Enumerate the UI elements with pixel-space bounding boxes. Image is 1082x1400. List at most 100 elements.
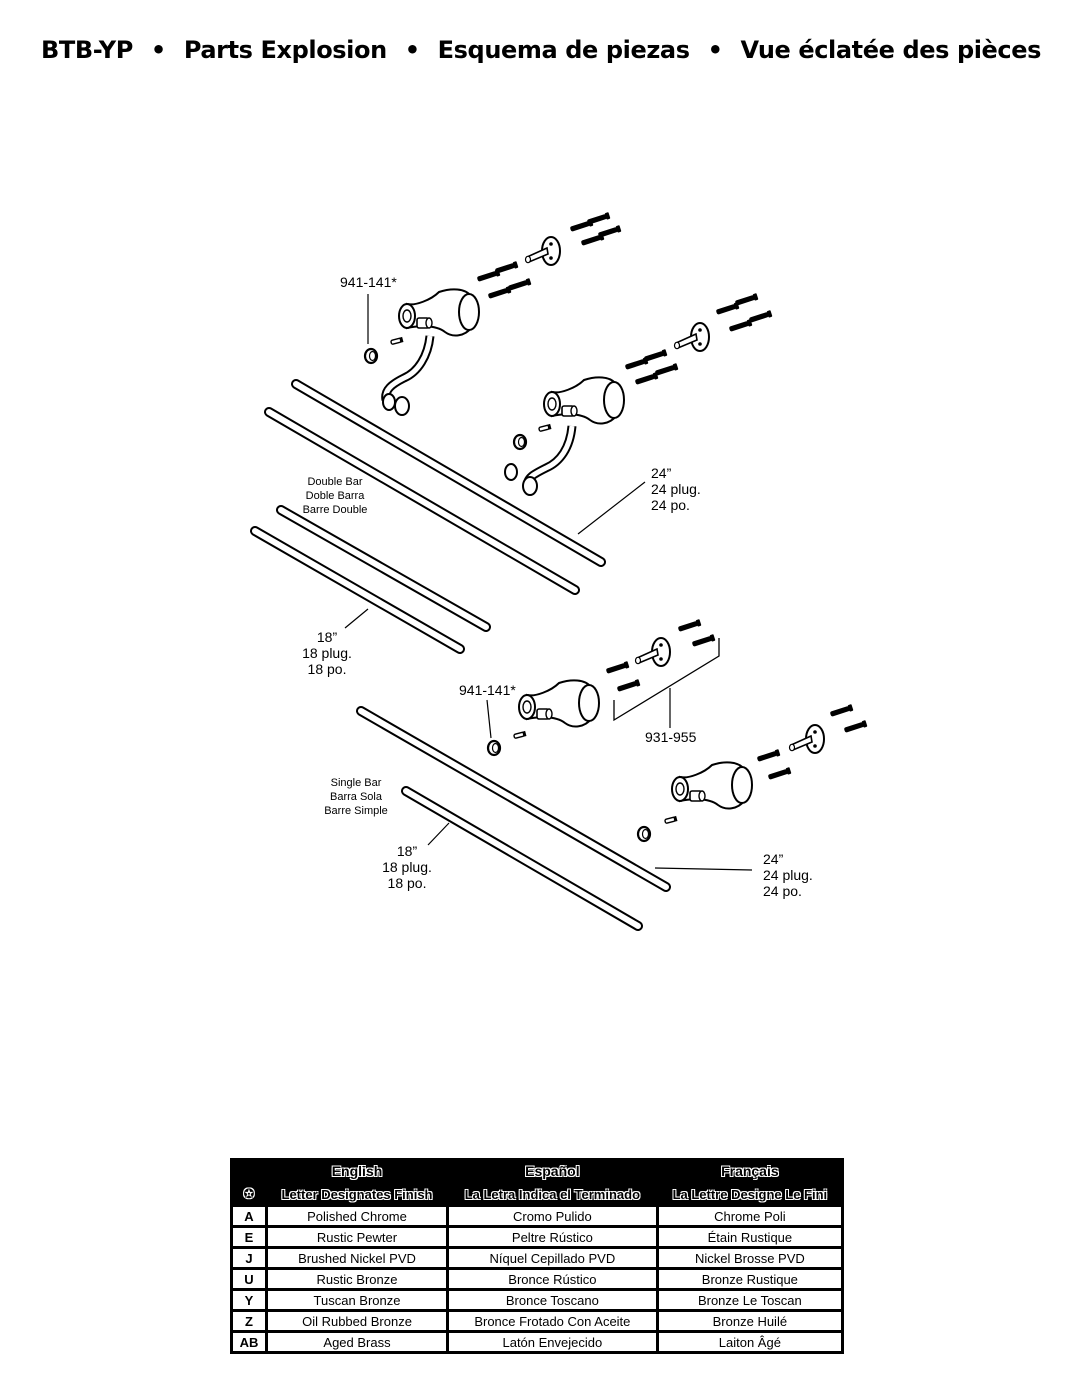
double-bar-24-length-label: 24” 24 plug. 24 po. — [651, 465, 701, 513]
length-es: 18 plug. — [302, 645, 352, 661]
length-in: 24” — [763, 851, 784, 867]
double-arm — [381, 335, 435, 401]
double-bar-assembly — [250, 212, 773, 654]
end-plug — [512, 433, 528, 451]
single-bar-24-length-label: 24” 24 plug. 24 po. — [763, 851, 813, 899]
title-english: Parts Explosion — [183, 36, 387, 64]
finish-code: E — [233, 1228, 265, 1246]
title-french: Vue éclatée des pièces — [740, 36, 1042, 64]
towel-bar-post — [671, 761, 753, 810]
double-bar-label-fr: Barre Double — [302, 504, 368, 516]
finish-english: Tuscan Bronze — [268, 1291, 447, 1309]
title-separator: • — [707, 36, 723, 64]
single-bar-label-en: Single Bar — [330, 777, 382, 789]
mounting-flange — [673, 322, 710, 352]
page-title: BTB-YP • Parts Explosion • Esquema de pi… — [0, 36, 1082, 64]
column-header-spanish: Español — [449, 1161, 656, 1181]
finish-english: Brushed Nickel PVD — [268, 1249, 447, 1267]
table-row: AB Aged Brass Latón Envejecido Laiton Âg… — [233, 1333, 841, 1351]
towel-bar-post — [518, 679, 600, 728]
double-bar-label: Double Bar Doble Barra Barre Double — [296, 475, 374, 517]
column-header-english: English — [268, 1161, 447, 1181]
single-bar-label-es: Barra Sola — [330, 791, 382, 803]
single-bar-18-length-label: 18” 18 plug. 18 po. — [362, 843, 452, 891]
end-plug — [363, 347, 379, 365]
table-row: Z Oil Rubbed Bronze Bronce Frotado Con A… — [233, 1312, 841, 1330]
towel-bars — [250, 379, 606, 654]
finish-code: U — [233, 1270, 265, 1288]
table-row: U Rustic Bronze Bronce Rústico Bronze Ru… — [233, 1270, 841, 1288]
finish-spanish: Bronce Frotado Con Aceite — [449, 1312, 656, 1330]
towel-bars — [356, 706, 671, 931]
finish-spanish: Bronce Toscano — [449, 1291, 656, 1309]
finish-code: AB — [233, 1333, 265, 1351]
end-plug — [636, 825, 652, 843]
finish-code: Z — [233, 1312, 265, 1330]
double-bar-18-length-label: 18” 18 plug. 18 po. — [282, 629, 372, 677]
finish-french: Étain Rustique — [658, 1228, 841, 1246]
finish-english: Polished Chrome — [268, 1207, 447, 1225]
part-number-label: 941-141* — [340, 274, 397, 290]
length-fr: 24 po. — [651, 497, 690, 513]
part-number-label: 941-141* — [459, 682, 516, 698]
finish-spanish: Cromo Pulido — [449, 1207, 656, 1225]
kit-bracket — [613, 638, 720, 722]
table-row: J Brushed Nickel PVD Níquel Cepillado PV… — [233, 1249, 841, 1267]
finish-symbol-icon: ✪ — [233, 1184, 265, 1204]
finish-code: J — [233, 1249, 265, 1267]
title-separator: • — [150, 36, 166, 64]
column-header-french: Français — [658, 1161, 841, 1181]
length-es: 24 plug. — [651, 481, 701, 497]
subheader-english: Letter Designates Finish — [268, 1184, 447, 1204]
finish-french: Bronze Le Toscan — [658, 1291, 841, 1309]
length-in: 18” — [316, 629, 338, 645]
table-row: Y Tuscan Bronze Bronce Toscano Bronze Le… — [233, 1291, 841, 1309]
length-es: 18 plug. — [382, 859, 432, 875]
finish-spanish: Bronce Rústico — [449, 1270, 656, 1288]
finish-french: Laiton Âgé — [658, 1333, 841, 1351]
finish-code: Y — [233, 1291, 265, 1309]
table-corner — [233, 1161, 265, 1181]
single-bar-label: Single Bar Barra Sola Barre Simple — [316, 776, 396, 818]
towel-bar-post — [543, 376, 625, 425]
title-separator: • — [404, 36, 420, 64]
length-fr: 18 po. — [307, 661, 347, 677]
finish-french: Nickel Brosse PVD — [658, 1249, 841, 1267]
length-in: 18” — [396, 843, 418, 859]
finish-spanish: Níquel Cepillado PVD — [449, 1249, 656, 1267]
table-row: A Polished Chrome Cromo Pulido Chrome Po… — [233, 1207, 841, 1225]
single-bar-label-fr: Barre Simple — [324, 805, 388, 817]
finish-table: English Español Français ✪ Letter Design… — [230, 1158, 844, 1354]
finish-spanish: Peltre Rústico — [449, 1228, 656, 1246]
table-row: E Rustic Pewter Peltre Rústico Étain Rus… — [233, 1228, 841, 1246]
finish-french: Bronze Huilé — [658, 1312, 841, 1330]
towel-bar-post — [398, 288, 480, 337]
length-fr: 18 po. — [387, 875, 427, 891]
finish-spanish: Latón Envejecido — [449, 1333, 656, 1351]
finish-english: Oil Rubbed Bronze — [268, 1312, 447, 1330]
finish-french: Bronze Rustique — [658, 1270, 841, 1288]
length-fr: 24 po. — [763, 883, 802, 899]
mounting-flange — [524, 236, 561, 266]
title-spanish: Esquema de piezas — [437, 36, 690, 64]
finish-french: Chrome Poli — [658, 1207, 841, 1225]
length-es: 24 plug. — [763, 867, 813, 883]
double-bar-label-en: Double Bar — [307, 476, 363, 488]
mounting-flange — [634, 637, 671, 667]
single-bar-assembly — [356, 619, 868, 931]
length-in: 24” — [651, 465, 672, 481]
subheader-spanish: La Letra Indica el Terminado — [449, 1184, 656, 1204]
table-header-row: English Español Français — [233, 1161, 841, 1181]
double-bar-label-es: Doble Barra — [305, 490, 365, 502]
subheader-french: La Lettre Designe Le Fini — [658, 1184, 841, 1204]
mounting-flange — [788, 724, 825, 754]
finish-english: Rustic Bronze — [268, 1270, 447, 1288]
finish-code: A — [233, 1207, 265, 1225]
kit-number-label: 931-955 — [645, 729, 697, 745]
finish-english: Rustic Pewter — [268, 1228, 447, 1246]
model-number: BTB-YP — [40, 36, 133, 64]
table-subheader-row: ✪ Letter Designates Finish La Letra Indi… — [233, 1184, 841, 1204]
finish-english: Aged Brass — [268, 1333, 447, 1351]
parts-explosion-diagram — [250, 212, 868, 931]
end-plug — [486, 739, 502, 757]
